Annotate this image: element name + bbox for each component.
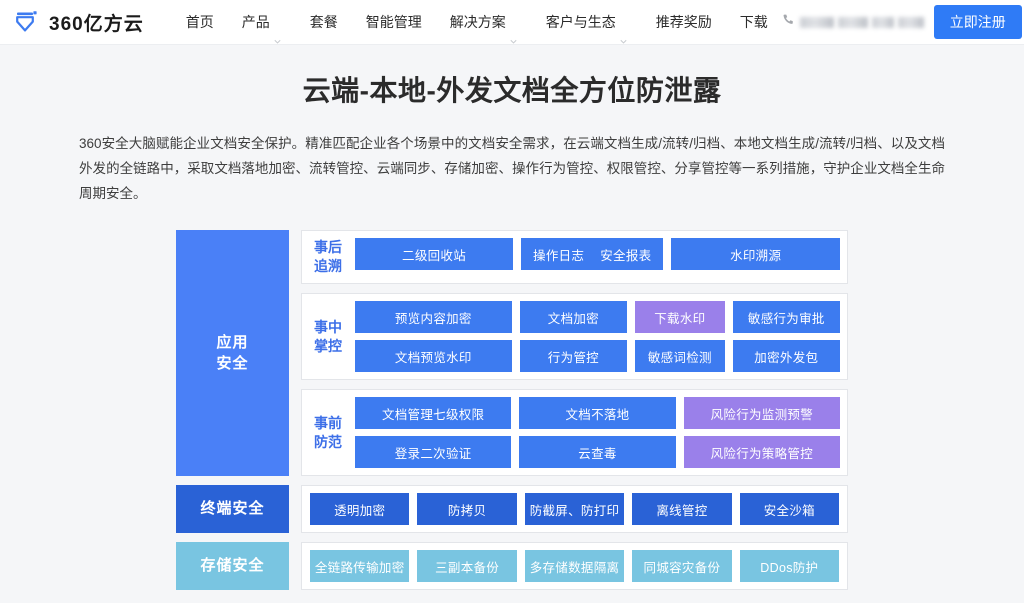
tile-row: 预览内容加密 文档加密 下载水印 敏感行为审批 — [355, 301, 841, 334]
tile-risk-behavior-monitoring-alert[interactable]: 风险行为监测预警 — [683, 397, 840, 430]
tile-sensitive-behavior-approval[interactable]: 敏感行为审批 — [732, 301, 841, 334]
contact-phone — [782, 13, 924, 31]
nav-item-label: 解决方案 — [449, 13, 506, 30]
tile-label-primary: 操作日志 — [533, 248, 585, 263]
nav-item-solutions[interactable]: 解决方案 — [436, 0, 532, 45]
group-label-line1: 事前 — [314, 414, 342, 431]
tier-endpoint-security-groups: 透明加密 防拷贝 防截屏、防打印 离线管控 安全沙箱 — [301, 485, 848, 534]
top-navigation-bar: 360亿方云 首页 产品 套餐 智能管理 解决方案 客户与生态 — [0, 0, 1024, 45]
nav-item-download[interactable]: 下载 — [726, 0, 782, 45]
tile-sensitive-word-detection[interactable]: 敏感词检测 — [635, 340, 725, 373]
tier-label-storage-security: 存储安全 — [176, 542, 289, 591]
group-pre-incident: 事前 防范 文档管理七级权限 文档不落地 风险行为监测预警 登录二次验证 云查毒… — [301, 389, 848, 477]
group-label-post-incident: 事后 追溯 — [309, 238, 347, 276]
nav-item-home[interactable]: 首页 — [172, 0, 228, 45]
tile-anti-screenshot-anti-print[interactable]: 防截屏、防打印 — [524, 493, 625, 526]
nav-item-packages[interactable]: 套餐 — [296, 0, 352, 45]
group-grid-pre-incident: 文档管理七级权限 文档不落地 风险行为监测预警 登录二次验证 云查毒 风险行为策… — [355, 397, 840, 469]
tile-multi-storage-data-isolation[interactable]: 多存储数据隔离 — [524, 550, 625, 583]
nav-item-smart-management[interactable]: 智能管理 — [352, 0, 436, 45]
tile-triple-replica-backup[interactable]: 三副本备份 — [417, 550, 517, 583]
register-button[interactable]: 立即注册 — [933, 5, 1022, 39]
tile-row: 登录二次验证 云查毒 风险行为策略管控 — [355, 436, 840, 469]
nav-item-label: 智能管理 — [365, 13, 422, 30]
phone-icon — [782, 13, 795, 31]
group-endpoint-row: 透明加密 防拷贝 防截屏、防打印 离线管控 安全沙箱 — [301, 485, 848, 534]
tile-download-watermark[interactable]: 下载水印 — [635, 301, 725, 334]
brand-name: 360亿方云 — [49, 13, 144, 35]
tier-app-security: 应用 安全 事后 追溯 二级回收站 操作日志 — [176, 230, 848, 477]
tier-label-endpoint-security: 终端安全 — [176, 485, 289, 534]
tile-document-preview-watermark[interactable]: 文档预览水印 — [355, 340, 512, 373]
group-grid-post-incident: 二级回收站 操作日志 安全报表 水印溯源 — [355, 238, 840, 276]
tile-watermark-tracing[interactable]: 水印溯源 — [671, 238, 840, 271]
tier-storage-security: 存储安全 全链路传输加密 三副本备份 多存储数据隔离 同城容灾备份 DDos防护 — [176, 542, 848, 591]
security-architecture-diagram: 应用 安全 事后 追溯 二级回收站 操作日志 — [176, 230, 848, 591]
nav-item-label: 套餐 — [309, 13, 338, 30]
nav-item-customers-ecosystem[interactable]: 客户与生态 — [532, 0, 642, 45]
tile-risk-behavior-policy-control[interactable]: 风险行为策略管控 — [683, 436, 840, 469]
tier-label-line2: 安全 — [216, 355, 249, 373]
group-label-pre-incident: 事前 防范 — [309, 397, 347, 468]
tile-secondary-recycle-bin[interactable]: 二级回收站 — [355, 238, 514, 271]
tile-no-local-document-storage[interactable]: 文档不落地 — [519, 397, 676, 430]
tile-login-two-factor-verification[interactable]: 登录二次验证 — [355, 436, 512, 469]
tier-app-security-groups: 事后 追溯 二级回收站 操作日志 安全报表 水印溯源 — [301, 230, 848, 477]
nav-actions: 立即注册 登录 — [782, 5, 1024, 39]
tile-behavior-control[interactable]: 行为管控 — [519, 340, 628, 373]
main-menu: 首页 产品 套餐 智能管理 解决方案 客户与生态 推荐奖励 — [172, 0, 782, 45]
tier-endpoint-security: 终端安全 透明加密 防拷贝 防截屏、防打印 离线管控 安全沙箱 — [176, 485, 848, 534]
tile-encrypted-outgoing-package[interactable]: 加密外发包 — [732, 340, 841, 373]
tile-seven-level-document-permissions[interactable]: 文档管理七级权限 — [355, 397, 512, 430]
group-label-line1: 事后 — [314, 239, 342, 256]
brand-logo[interactable]: 360亿方云 — [14, 9, 144, 36]
tile-row: 透明加密 防拷贝 防截屏、防打印 离线管控 安全沙箱 — [310, 493, 840, 526]
group-post-incident: 事后 追溯 二级回收站 操作日志 安全报表 水印溯源 — [301, 230, 848, 285]
tier-label-app-security: 应用 安全 — [176, 230, 289, 477]
group-in-incident: 事中 掌控 预览内容加密 文档加密 下载水印 敏感行为审批 文档预览水印 行为管… — [301, 293, 848, 381]
group-storage-row: 全链路传输加密 三副本备份 多存储数据隔离 同城容灾备份 DDos防护 — [301, 542, 848, 591]
group-label-in-incident: 事中 掌控 — [309, 301, 347, 372]
chevron-down-icon — [509, 19, 518, 44]
tile-transparent-encryption[interactable]: 透明加密 — [310, 493, 410, 526]
tile-ddos-protection[interactable]: DDos防护 — [739, 550, 840, 583]
tile-full-link-transmission-encryption[interactable]: 全链路传输加密 — [310, 550, 410, 583]
tier-storage-security-groups: 全链路传输加密 三副本备份 多存储数据隔离 同城容灾备份 DDos防护 — [301, 542, 848, 591]
group-label-line2: 防范 — [314, 433, 342, 450]
group-grid-endpoint: 透明加密 防拷贝 防截屏、防打印 离线管控 安全沙箱 — [310, 493, 840, 526]
tile-security-sandbox[interactable]: 安全沙箱 — [739, 493, 840, 526]
group-grid-in-incident: 预览内容加密 文档加密 下载水印 敏感行为审批 文档预览水印 行为管控 敏感词检… — [355, 301, 841, 373]
nav-item-label: 产品 — [241, 13, 270, 30]
tile-same-city-disaster-recovery-backup[interactable]: 同城容灾备份 — [632, 550, 732, 583]
tile-document-encryption[interactable]: 文档加密 — [519, 301, 628, 334]
group-grid-storage: 全链路传输加密 三副本备份 多存储数据隔离 同城容灾备份 DDos防护 — [310, 550, 840, 583]
hero-section: 云端-本地-外发文档全方位防泄露 360安全大脑赋能企业文档安全保护。精准匹配企… — [0, 45, 1024, 206]
group-label-line2: 追溯 — [314, 258, 342, 275]
tile-cloud-antivirus[interactable]: 云查毒 — [519, 436, 676, 469]
chevron-down-icon — [619, 19, 628, 44]
nav-item-label: 推荐奖励 — [655, 13, 712, 30]
tile-label-secondary: 安全报表 — [600, 248, 652, 263]
chevron-down-icon — [273, 19, 282, 44]
tile-anti-copy[interactable]: 防拷贝 — [417, 493, 517, 526]
tier-label-line1: 应用 — [216, 333, 249, 351]
tile-offline-control[interactable]: 离线管控 — [632, 493, 732, 526]
tile-preview-content-encryption[interactable]: 预览内容加密 — [355, 301, 512, 334]
tile-row: 全链路传输加密 三副本备份 多存储数据隔离 同城容灾备份 DDos防护 — [310, 550, 840, 583]
tile-operation-log-security-report[interactable]: 操作日志 安全报表 — [521, 238, 664, 271]
page-description: 360安全大脑赋能企业文档安全保护。精准匹配企业各个场景中的文档安全需求，在云端… — [79, 136, 945, 202]
page-title: 云端-本地-外发文档全方位防泄露 — [302, 75, 722, 106]
tile-row: 文档管理七级权限 文档不落地 风险行为监测预警 — [355, 397, 840, 430]
nav-item-products[interactable]: 产品 — [228, 0, 296, 45]
nav-item-label: 客户与生态 — [545, 13, 616, 30]
nav-item-referral-rewards[interactable]: 推荐奖励 — [642, 0, 726, 45]
phone-number-redacted — [799, 16, 924, 28]
group-label-line1: 事中 — [314, 318, 342, 335]
nav-item-label: 首页 — [185, 13, 214, 30]
group-label-line2: 掌控 — [314, 337, 342, 354]
tile-row: 二级回收站 操作日志 安全报表 水印溯源 — [355, 238, 840, 271]
nav-item-label: 下载 — [739, 13, 768, 30]
shield-logo-icon — [14, 9, 40, 35]
tile-row: 文档预览水印 行为管控 敏感词检测 加密外发包 — [355, 340, 841, 373]
